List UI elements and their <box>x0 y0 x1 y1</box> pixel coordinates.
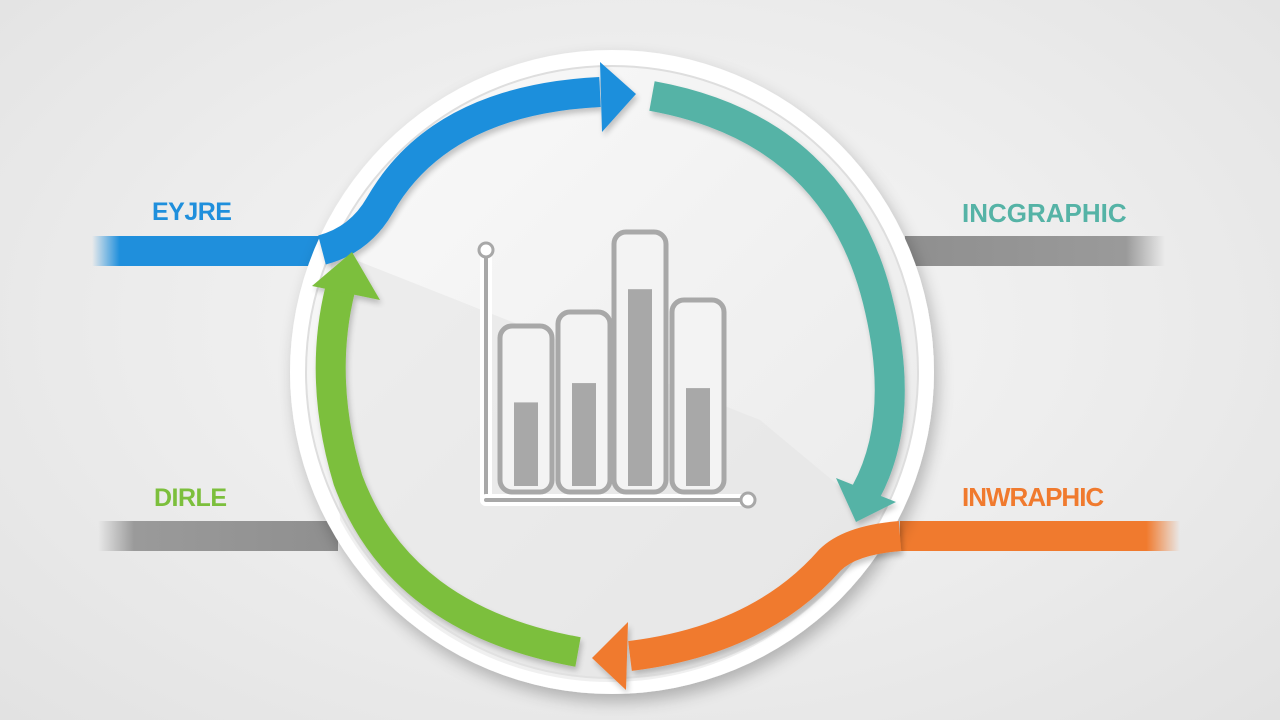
connector-bar-bottom-right <box>900 521 1180 551</box>
label-bottom-right: INWRAPHIC <box>962 482 1104 512</box>
connector-bar-top-right <box>905 236 1165 266</box>
teal-arrow-head-icon <box>836 478 896 522</box>
label-bottom-left: DIRLE <box>154 484 227 512</box>
chart-icon-bar-fill <box>572 383 596 486</box>
orange-arrow-head-icon <box>592 622 628 690</box>
bar-chart-icon <box>477 229 757 509</box>
blue-arrow-head-icon <box>600 62 636 132</box>
chart-icon-bars <box>497 229 727 495</box>
teal-arrow <box>649 81 905 500</box>
connector-bar-bottom-left <box>98 521 338 551</box>
orange-arrow <box>628 521 902 671</box>
label-top-left: EYJRE <box>152 198 232 226</box>
chart-icon-bar-fill <box>686 388 710 486</box>
chart-icon-x-axis-end <box>739 491 757 509</box>
label-top-right: INCGRAPHIC <box>962 198 1127 228</box>
chart-icon-y-axis-end <box>477 241 495 259</box>
chart-icon-bar-fill <box>514 402 538 486</box>
chart-icon-bar-fill <box>628 289 652 486</box>
cycle-arrows <box>312 62 905 690</box>
connector-bar-top-left <box>92 236 322 266</box>
green-arrow <box>315 286 581 667</box>
green-arrow-head-icon <box>312 252 380 300</box>
blue-arrow <box>317 77 601 265</box>
